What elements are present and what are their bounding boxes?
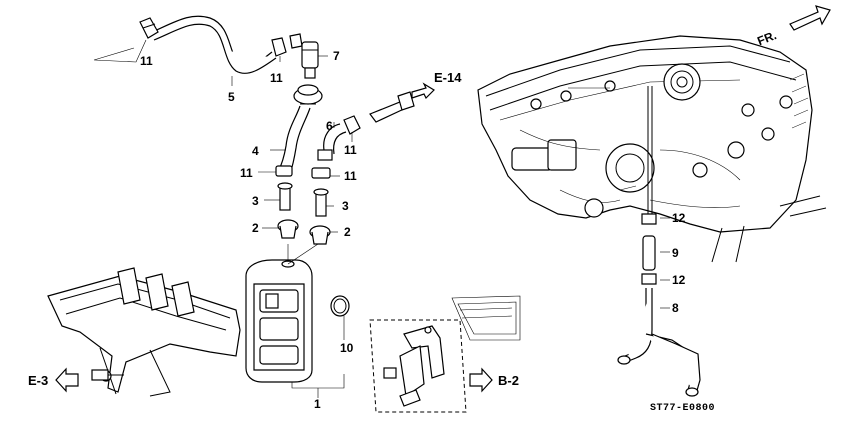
hose-clamp-11-right-mid (343, 115, 361, 135)
ref-b2-label: B-2 (498, 373, 519, 388)
grommet-top (293, 84, 323, 105)
hose-clamp-11-right-top (289, 33, 303, 49)
hose-9 (642, 235, 656, 271)
diagram-code: ST77-E0800 (650, 403, 715, 414)
callout-3: 3 (252, 194, 259, 208)
leader-lines (93, 39, 670, 398)
callout-11: 11 (344, 169, 357, 183)
callout-5: 5 (228, 90, 235, 104)
hose-clamp-11-mid (271, 37, 287, 57)
pcv-valve-7 (301, 41, 319, 79)
callout-7: 7 (333, 49, 340, 63)
callout-8: 8 (672, 301, 679, 315)
callout-2: 2 (252, 221, 259, 235)
o-ring-10 (330, 295, 350, 317)
breather-chamber-1 (245, 259, 313, 383)
joint-3-right (313, 188, 329, 217)
hose-clamp-11-lower-right (311, 167, 331, 179)
callout-12: 12 (672, 273, 686, 287)
hose-clamp-12-upper (641, 213, 657, 225)
bolt-bracket (91, 369, 124, 381)
callout-3: 3 (342, 199, 349, 213)
joint-3-left (277, 182, 293, 211)
arrow-to-b2 (469, 367, 493, 393)
ref-e3-label: E-3 (28, 373, 48, 388)
arrow-to-e14 (411, 82, 435, 100)
front-arrow (789, 5, 831, 31)
engine-illustration (477, 35, 827, 263)
callout-2: 2 (344, 225, 351, 239)
grommet-2-right (309, 225, 331, 245)
hose-clamp-11-left (139, 17, 159, 39)
engine-side-bg (451, 295, 521, 341)
callout-1: 1 (314, 397, 321, 411)
ref-e14-label: E-14 (434, 70, 462, 85)
callout-6: 6 (326, 119, 333, 133)
callout-11: 11 (240, 166, 253, 180)
joint-fitting (369, 91, 415, 123)
hose-4 (277, 105, 311, 175)
callout-10: 10 (340, 341, 354, 355)
arrow-to-e3 (55, 367, 79, 393)
grommet-2-left (277, 219, 299, 239)
callout-12: 12 (672, 211, 686, 225)
breather-hose-5 (149, 15, 277, 74)
hose-6 (317, 123, 347, 161)
callout-9: 9 (672, 246, 679, 260)
front-label: FR. (755, 28, 778, 48)
callout-11: 11 (140, 54, 153, 68)
callouts: 11 5 11 7 6 11 4 11 11 3 3 2 2 10 1 12 9… (140, 49, 686, 411)
callout-4: 4 (252, 144, 259, 158)
dipstick-rod (647, 86, 653, 216)
hose-clamp-11-lower-left (275, 165, 293, 177)
mounting-bracket (47, 267, 241, 397)
breather-pipe-8 (617, 288, 701, 397)
detail-box-b2 (369, 319, 467, 413)
hose-clamp-12-lower (641, 273, 657, 285)
callout-11: 11 (344, 143, 357, 157)
callout-11: 11 (270, 71, 283, 85)
